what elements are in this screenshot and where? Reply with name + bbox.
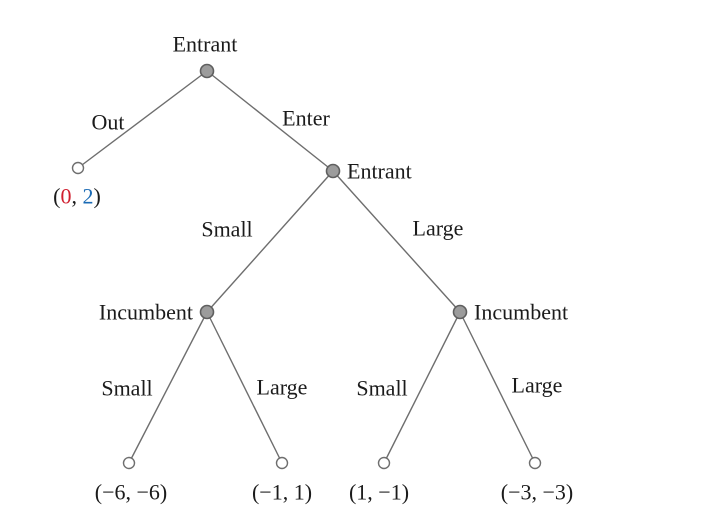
edge-large-incumbent-left-label: Large bbox=[257, 375, 308, 400]
node-label-root: Entrant bbox=[173, 32, 238, 57]
edge-small-entrant bbox=[206, 170, 334, 313]
edge-enter-label: Enter bbox=[282, 106, 330, 131]
edge-small-incumbent-left bbox=[128, 311, 208, 464]
payoff-out-leaf-part-0: ( bbox=[53, 184, 60, 209]
payoff-out-leaf-part-3: 2 bbox=[83, 184, 94, 209]
edge-large-entrant bbox=[332, 170, 461, 313]
decision-node-incumbent-left bbox=[199, 304, 215, 320]
payoff-out-leaf-part-1: 0 bbox=[61, 184, 72, 209]
decision-node-incumbent-right bbox=[452, 304, 468, 320]
decision-node-root bbox=[199, 63, 215, 79]
edge-small-incumbent-right-label: Small bbox=[356, 376, 407, 401]
edge-small-entrant-label: Small bbox=[201, 217, 252, 242]
payoff-leaf-ls: (1, −1) bbox=[349, 480, 409, 505]
payoff-out-leaf-part-2: , bbox=[72, 184, 83, 209]
payoff-out-leaf: (0, 2) bbox=[53, 184, 101, 209]
payoff-leaf-ll: (−3, −3) bbox=[501, 480, 573, 505]
edge-small-incumbent-left-label: Small bbox=[101, 376, 152, 401]
decision-node-entrant2 bbox=[325, 163, 341, 179]
terminal-node-leaf-ll bbox=[528, 456, 542, 470]
terminal-node-leaf-sl bbox=[275, 456, 289, 470]
node-label-incumbent-left: Incumbent bbox=[99, 300, 193, 325]
payoff-leaf-sl: (−1, 1) bbox=[252, 480, 312, 505]
payoff-leaf-ls-part-0: (1, −1) bbox=[349, 480, 409, 505]
payoff-out-leaf-part-4: ) bbox=[94, 184, 101, 209]
edge-large-incumbent-left bbox=[206, 311, 283, 464]
payoff-leaf-ss: (−6, −6) bbox=[95, 480, 167, 505]
node-label-incumbent-right: Incumbent bbox=[474, 300, 568, 325]
edge-large-incumbent-right-label: Large bbox=[512, 373, 563, 398]
terminal-node-out-leaf bbox=[71, 161, 85, 175]
payoff-leaf-ss-part-0: (−6, −6) bbox=[95, 480, 167, 505]
edge-large-entrant-label: Large bbox=[413, 216, 464, 241]
payoff-leaf-ll-part-0: (−3, −3) bbox=[501, 480, 573, 505]
edge-out bbox=[77, 70, 208, 169]
terminal-node-leaf-ss bbox=[122, 456, 136, 470]
edge-small-incumbent-right bbox=[383, 311, 461, 464]
edge-out-label: Out bbox=[92, 110, 125, 135]
payoff-leaf-sl-part-0: (−1, 1) bbox=[252, 480, 312, 505]
edge-enter bbox=[206, 70, 334, 172]
edge-large-incumbent-right bbox=[459, 311, 536, 464]
node-label-entrant2: Entrant bbox=[347, 159, 412, 184]
terminal-node-leaf-ls bbox=[377, 456, 391, 470]
